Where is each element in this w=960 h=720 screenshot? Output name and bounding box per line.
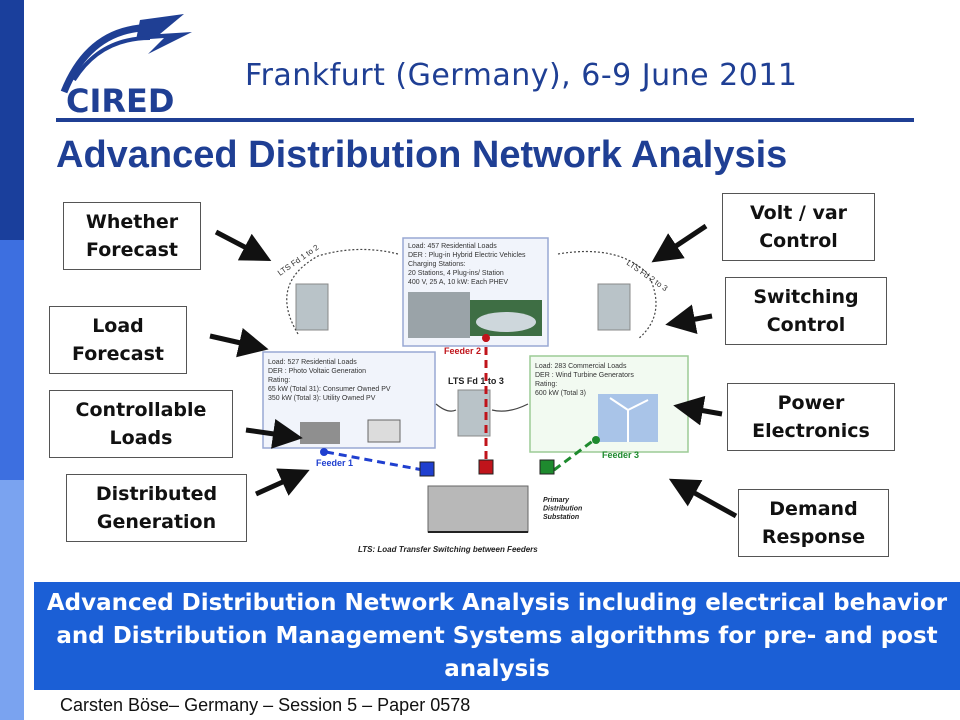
feeder-1-label: Feeder 1 [316, 458, 353, 468]
cired-logo: CIRED [60, 14, 192, 120]
label-switching-control: Switching Control [725, 277, 887, 345]
pole-transformer-right [597, 283, 631, 331]
summary-banner: Advanced Distribution Network Analysis i… [34, 582, 960, 690]
top-box-line: 400 V, 25 A, 10 kW: Each PHEV [408, 279, 508, 286]
lts-label-left: LTS Fd 1 to 2 [276, 242, 321, 277]
lts-line-left [286, 248, 399, 335]
feeder-1-node [320, 448, 328, 456]
lts-line-mid-left [435, 403, 457, 412]
breaker-feeder-3 [539, 459, 555, 475]
charging-station-photo [408, 292, 470, 338]
right-box-line: Rating: [535, 381, 557, 388]
substation-photo [427, 485, 529, 533]
logo-text: CIRED [66, 82, 174, 120]
left-box-line: 350 kW (Total 3): Utility Owned PV [268, 395, 376, 402]
feeder-3-node [592, 436, 600, 444]
label-load-forecast: Load Forecast [49, 306, 187, 374]
left-box-line: DER : Photo Voltaic Generation [268, 368, 366, 375]
pole-transformer-left [295, 283, 329, 331]
right-box-line: DER : Wind Turbine Generators [535, 372, 634, 379]
accent-segment-dark [0, 0, 24, 240]
left-box-line: 65 kW (Total 31): Consumer Owned PV [268, 386, 391, 393]
label-volt-var-control: Volt / var Control [722, 193, 875, 261]
label-power-electronics: Power Electronics [727, 383, 895, 451]
accent-segment-mid [0, 240, 24, 480]
top-box-line: Load: 457 Residential Loads [408, 243, 497, 250]
breaker-feeder-2 [478, 459, 494, 475]
left-box-line: Rating: [268, 377, 290, 384]
feeder-3-line [553, 438, 595, 472]
diagram-caption: LTS: Load Transfer Switching between Fee… [358, 545, 538, 554]
lts-label-right: LTS Fd 2 to 3 [625, 258, 670, 293]
network-diagram: Load: 457 Residential Loads DER : Plug-i… [262, 237, 689, 554]
page-title: Advanced Distribution Network Analysis [56, 134, 788, 176]
lts-line-mid-right [491, 403, 529, 412]
label-distributed-generation: Distributed Generation [66, 474, 247, 542]
lts-label-mid: LTS Fd 1 to 3 [448, 376, 504, 386]
left-accent-bar [0, 0, 24, 720]
top-box-line: 20 Stations, 4 Plug-ins/ Station [408, 270, 504, 277]
label-demand-response: Demand Response [738, 489, 889, 557]
feeder-2-label: Feeder 2 [444, 346, 481, 356]
label-controllable-loads: Controllable Loads [49, 390, 233, 458]
header-rule [56, 118, 914, 122]
lts-line-right [557, 251, 657, 340]
top-box-line: Charging Stations: [408, 261, 466, 268]
right-box-line: 600 kW (Total 3) [535, 390, 586, 397]
feeder-1-line [325, 450, 424, 472]
feeder-2-node [482, 334, 490, 342]
pv-panel-photo [300, 422, 340, 444]
footer-citation: Carsten Böse– Germany – Session 5 – Pape… [60, 695, 471, 715]
inverter-photo [367, 419, 401, 443]
feeder-3-label: Feeder 3 [602, 450, 639, 460]
top-box-line: DER : Plug-in Hybrid Electric Vehicles [408, 252, 526, 259]
label-whether-forecast: Whether Forecast [63, 202, 201, 270]
left-box-line: Load: 527 Residential Loads [268, 359, 357, 366]
accent-segment-light [0, 480, 24, 720]
arrow-load [209, 328, 269, 358]
conference-header: Frankfurt (Germany), 6-9 June 2011 [245, 58, 798, 93]
arrow-whether [214, 229, 272, 261]
breaker-feeder-1 [419, 461, 435, 477]
right-box-line: Load: 283 Commercial Loads [535, 363, 627, 370]
